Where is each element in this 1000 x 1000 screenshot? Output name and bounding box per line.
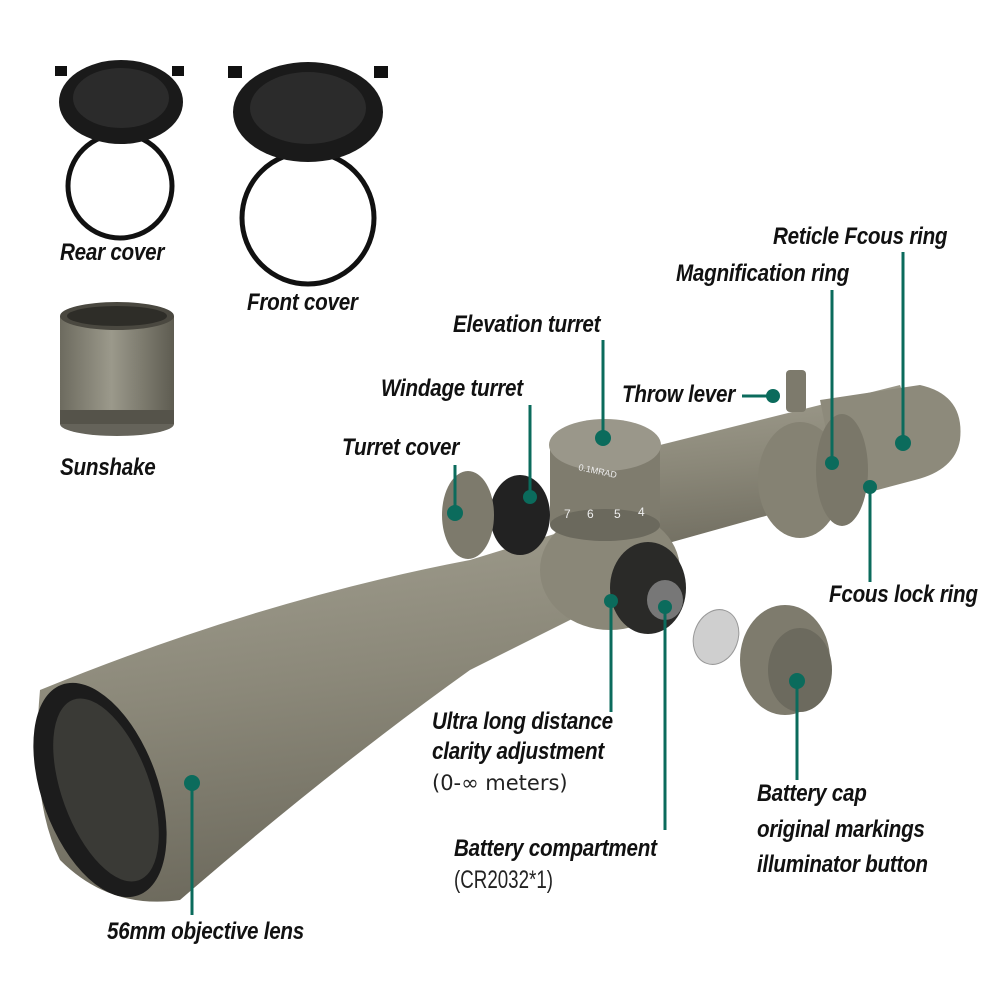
label-throw-lever: Throw lever — [622, 381, 736, 408]
label-clarity-line2: clarity adjustment — [432, 738, 604, 765]
turret-number: 5 — [614, 507, 621, 521]
turret-number: 7 — [564, 507, 571, 521]
label-battery-cap-line3: illuminator button — [757, 851, 928, 878]
label-turret-cover: Turret cover — [342, 434, 459, 461]
front-cover-image — [228, 62, 388, 287]
label-clarity-line1: Ultra long distance — [432, 708, 613, 735]
turret-number: 6 — [587, 507, 594, 521]
label-focus-lock-ring: Fcous lock ring — [829, 581, 978, 608]
label-battery-type: (CR2032*1) — [454, 866, 554, 894]
label-sunshade: Sunshake — [60, 454, 156, 481]
label-clarity-range: (0-∞ meters) — [432, 771, 568, 795]
label-front-cover: Front cover — [247, 289, 358, 316]
label-reticle-focus-ring: Reticle Fcous ring — [773, 223, 948, 250]
label-battery-cap-line2: original markings — [757, 816, 925, 843]
label-rear-cover: Rear cover — [60, 239, 165, 266]
label-magnification-ring: Magnification ring — [676, 260, 850, 287]
rear-cover-image — [55, 60, 184, 241]
label-battery-compartment: Battery compartment — [454, 835, 657, 862]
leader-lines — [184, 252, 911, 915]
sunshade-image — [60, 302, 174, 436]
label-windage-turret: Windage turret — [381, 375, 523, 402]
label-elevation-turret: Elevation turret — [453, 311, 601, 338]
label-objective-lens: 56mm objective lens — [107, 918, 305, 945]
turret-number: 4 — [638, 505, 645, 519]
label-battery-cap-line1: Battery cap — [757, 780, 867, 807]
